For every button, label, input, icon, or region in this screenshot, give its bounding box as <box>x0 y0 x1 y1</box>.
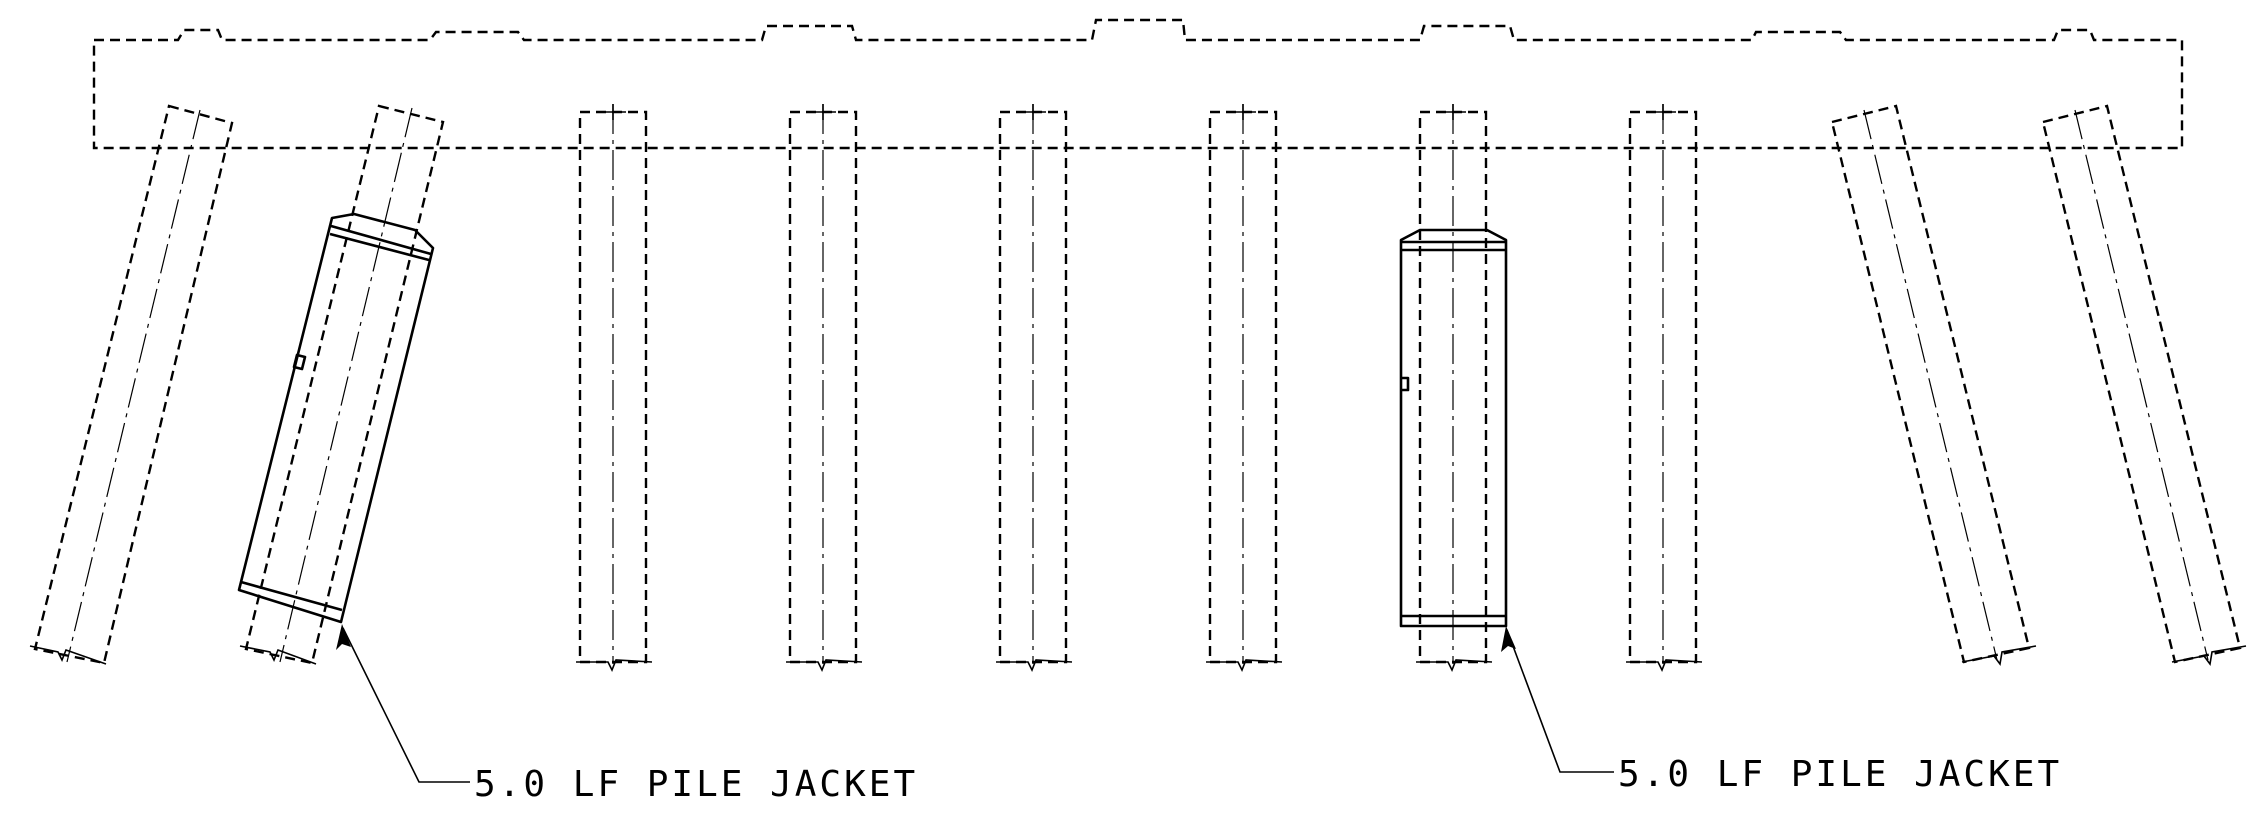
vertical-pile-5 <box>996 104 1073 672</box>
vertical-pile-6 <box>1206 104 1283 672</box>
pile-jacket-2 <box>1399 228 1508 628</box>
batter-pile-10 <box>2041 104 2247 666</box>
callout-2-label: 5.0 LF PILE JACKET <box>1618 754 2062 795</box>
vertical-pile-3 <box>576 104 653 672</box>
callout-2-arrowhead <box>1501 626 1516 652</box>
callout-2: 5.0 LF PILE JACKET <box>1501 626 2062 795</box>
callout-1-arrowhead <box>336 624 351 650</box>
batter-pile-2 <box>239 104 445 665</box>
pile-jacket-1 <box>237 212 435 624</box>
vertical-pile-4 <box>786 104 863 672</box>
pile-cap-outline <box>92 18 2184 150</box>
callout-1: 5.0 LF PILE JACKET <box>336 624 918 805</box>
vertical-pile-8 <box>1626 104 1703 672</box>
callout-1-label: 5.0 LF PILE JACKET <box>474 764 918 805</box>
vertical-pile-7 <box>1416 104 1493 672</box>
batter-pile-1 <box>29 104 234 665</box>
batter-pile-9 <box>1830 104 2037 666</box>
